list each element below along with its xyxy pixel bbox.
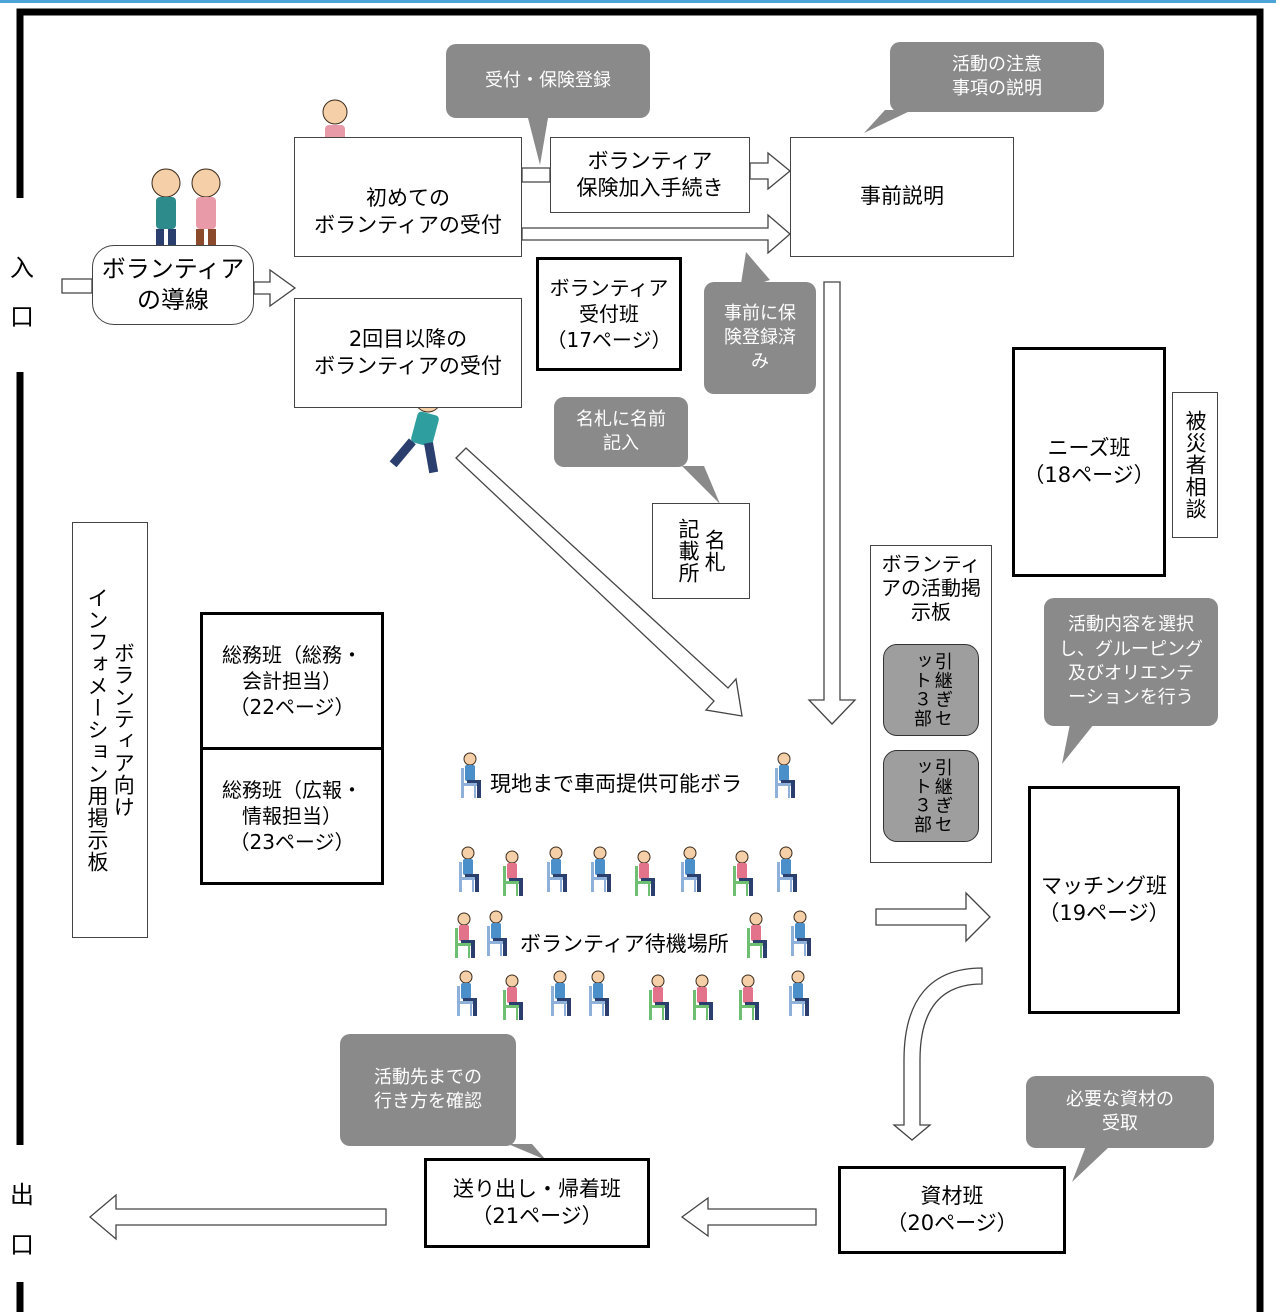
callout-reception-insurance: 受付・保険登録 bbox=[446, 44, 650, 118]
seated-person-icon bbox=[774, 846, 800, 896]
seated-person-icon bbox=[544, 846, 570, 896]
seated-person-icon bbox=[730, 850, 756, 900]
exit-label-1: 出 bbox=[10, 1181, 34, 1209]
seated-person-icon bbox=[586, 970, 612, 1020]
seated-person-icon bbox=[454, 970, 480, 1020]
handover-set-2: 引継ぎセット３部 bbox=[883, 750, 979, 842]
info-board-text: ボランティア向け インフォメーション用掲示板 bbox=[85, 587, 136, 873]
needs-team-box: ニーズ班 （18ページ） bbox=[1012, 347, 1166, 577]
arrow-diagonal-to-waiting bbox=[455, 447, 743, 717]
seated-person-icon bbox=[500, 850, 526, 900]
seated-person-icon bbox=[744, 912, 770, 962]
seated-person-icon bbox=[786, 970, 812, 1020]
seated-person-icon bbox=[588, 846, 614, 896]
seated-person-icon bbox=[772, 752, 798, 802]
arrow-to-matching bbox=[875, 891, 991, 943]
send-off-team-box: 送り出し・帰着班 （21ページ） bbox=[424, 1158, 650, 1248]
entrance-label-1: 入 bbox=[10, 254, 34, 282]
arrow-to-second-reception bbox=[253, 268, 297, 308]
matching-team-box: マッチング班 （19ページ） bbox=[1028, 786, 1180, 1014]
info-board-box: ボランティア向け インフォメーション用掲示板 bbox=[72, 522, 148, 938]
header-accent-line bbox=[0, 0, 1276, 3]
arrow-bypass-to-briefing bbox=[521, 213, 791, 255]
seated-person-icon bbox=[678, 846, 704, 896]
waiting-area-label: ボランティア待機場所 bbox=[520, 932, 729, 956]
seated-person-icon bbox=[736, 974, 762, 1024]
callout-activity-selection: 活動内容を選択 し、グルーピング 及びオリエンテ ーションを行う bbox=[1044, 598, 1218, 726]
callout-name-entry: 名札に名前 記入 bbox=[554, 397, 688, 467]
arrow-to-exit bbox=[88, 1193, 387, 1241]
seated-person-icon bbox=[646, 974, 672, 1024]
walking-people-icon bbox=[151, 168, 221, 257]
activity-board-box: ボランティアの活動掲示板 引継ぎセット３部 引継ぎセット３部 bbox=[870, 545, 992, 863]
vehicle-volunteers-label: 現地まで車両提供可能ボラ bbox=[490, 772, 742, 796]
insurance-box: ボランティア 保険加入手続き bbox=[550, 137, 750, 213]
callout-materials-receipt: 必要な資材の 受取 bbox=[1026, 1076, 1214, 1148]
activity-board-title: ボランティアの活動掲示板 bbox=[881, 552, 981, 624]
victim-consultation-box: 被災者相談 bbox=[1172, 392, 1218, 538]
arrow-materials-to-sendoff bbox=[680, 1196, 817, 1238]
name-tag-station-box: 名札 記載所 bbox=[652, 503, 750, 599]
seated-person-icon bbox=[452, 912, 478, 962]
general-affairs-accounting-box: 総務班（総務・ 会計担当） （22ページ） bbox=[200, 612, 384, 750]
materials-team-box: 資材班 （20ページ） bbox=[838, 1166, 1066, 1254]
seated-person-icon bbox=[690, 974, 716, 1024]
handover-set-1: 引継ぎセット３部 bbox=[883, 644, 979, 736]
general-affairs-pr-box: 総務班（広報・ 情報担当） （23ページ） bbox=[200, 747, 384, 885]
seated-person-icon bbox=[548, 970, 574, 1020]
volunteer-path-box: ボランティア の導線 bbox=[92, 245, 254, 325]
callout-route-check: 活動先までの 行き方を確認 bbox=[340, 1034, 516, 1146]
reception-team-box: ボランティア 受付班 （17ページ） bbox=[536, 257, 682, 371]
seated-person-icon bbox=[484, 910, 510, 960]
arrow-insurance-to-briefing bbox=[749, 151, 792, 191]
first-reception-box: 初めての ボランティアの受付 bbox=[294, 137, 522, 257]
callout-pre-registered: 事前に保 険登録済 み bbox=[704, 282, 816, 394]
victim-consultation-text: 被災者相談 bbox=[1183, 410, 1208, 520]
arrow-to-insurance bbox=[521, 167, 551, 183]
seated-person-icon bbox=[458, 752, 484, 802]
arrow-curve-to-materials bbox=[892, 967, 983, 1141]
second-reception-box: 2回目以降の ボランティアの受付 bbox=[294, 298, 522, 408]
briefing-box: 事前説明 bbox=[790, 137, 1014, 257]
seated-person-icon bbox=[500, 974, 526, 1024]
seated-person-icon bbox=[788, 910, 814, 960]
exit-label-2: 口 bbox=[10, 1231, 34, 1259]
seated-person-icon bbox=[632, 850, 658, 900]
name-tag-station-text: 名札 記載所 bbox=[676, 518, 727, 584]
entrance-arrow bbox=[61, 278, 93, 294]
arrow-briefing-down bbox=[807, 281, 857, 725]
callout-activity-notes: 活動の注意 事項の説明 bbox=[890, 42, 1104, 112]
entrance-label-2: 口 bbox=[10, 303, 34, 331]
seated-person-icon bbox=[456, 846, 482, 896]
